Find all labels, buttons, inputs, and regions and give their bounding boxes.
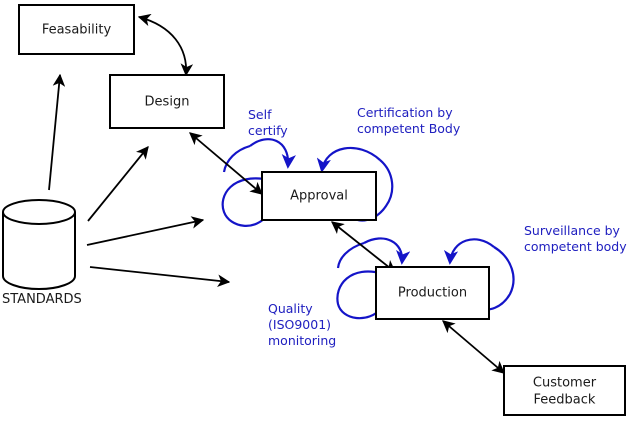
flow-standards-approval [86, 216, 205, 246]
flow-feasability-design [137, 13, 194, 77]
node-standards-datastore[interactable]: STANDARDS [2, 199, 82, 307]
production-box[interactable] [375, 266, 490, 320]
approval-label: Approval [290, 189, 348, 204]
approval-box[interactable] [261, 171, 377, 221]
loop-label-surveillance-line2: competent body [524, 239, 627, 254]
design-label: Design [145, 95, 190, 110]
customer-feedback-label-line2: Feedback [534, 393, 596, 408]
flow-standards-design [87, 146, 149, 222]
customer-feedback-label-line1: Customer [533, 376, 597, 391]
standards-cylinder-body[interactable] [2, 212, 76, 291]
loop-label-certification-line2: competent Body [357, 121, 461, 136]
loop-label-quality-line1: Quality [268, 301, 313, 316]
production-label: Production [398, 286, 467, 301]
node-feasability[interactable]: Feasability [18, 4, 135, 55]
customer-feedback-box[interactable] [503, 365, 626, 416]
flow-design-approval [189, 132, 263, 195]
loop-label-quality-line2: (ISO9001) [268, 317, 331, 332]
node-customer-feedback[interactable]: Customer Feedback [503, 365, 626, 416]
feasability-box[interactable] [18, 4, 135, 55]
flow-approval-production [331, 221, 396, 273]
loop-label-certification-line1: Certification by [357, 105, 453, 120]
loop-label-quality-line3: monitoring [268, 333, 336, 348]
node-approval[interactable]: Approval [261, 171, 377, 221]
flow-standards-production [89, 266, 231, 288]
standards-label: STANDARDS [2, 292, 82, 307]
quality-arrow-path [363, 237, 411, 265]
surveillance-arrow-path [443, 238, 495, 265]
node-production[interactable]: Production [375, 266, 490, 320]
flow-standards-feasability [48, 73, 66, 191]
loop-label-self-certify-line1: Self [248, 107, 272, 122]
loop-label-self-certify-line2: certify [248, 123, 288, 138]
self-certify-loop-tail [222, 144, 251, 173]
self-certify-arrow-path [249, 138, 296, 169]
quality-loop-tail [336, 241, 365, 269]
design-box[interactable] [109, 74, 225, 129]
node-design[interactable]: Design [109, 74, 225, 129]
flow-production-customer-feedback [442, 320, 505, 374]
loop-certification-by-competent-body: Certification by competent Body [316, 105, 461, 222]
certification-arrow-path [316, 146, 381, 173]
loop-label-surveillance-line1: Surveillance by [524, 223, 621, 238]
standards-cylinder-top[interactable] [2, 199, 76, 225]
feasability-label: Feasability [42, 23, 112, 38]
